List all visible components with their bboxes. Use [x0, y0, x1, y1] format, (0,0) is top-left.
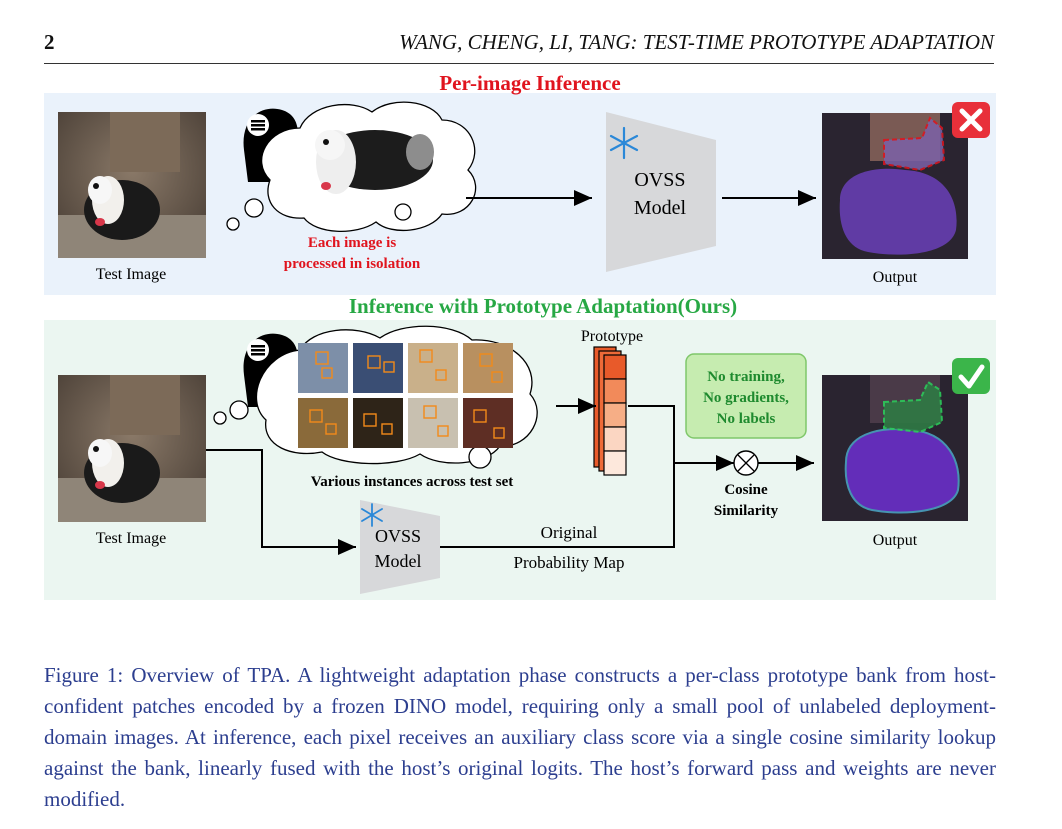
bottom-panel-title: Inference with Prototype Adaptation(Ours… [349, 294, 737, 318]
thought-bubble-dot [229, 400, 249, 420]
badge-line3: No labels [717, 411, 776, 427]
figure-overview: Per-image Inference Test Image Each imag… [44, 71, 996, 600]
ovss-model-top [606, 112, 716, 272]
bottom-output-label: Output [873, 532, 918, 549]
ovss-model-top-line2: Model [634, 197, 687, 219]
ovss-model-bottom [360, 500, 440, 594]
bottom-output-image [822, 375, 968, 521]
bottom-test-image-label: Test Image [96, 530, 166, 547]
isolation-note-line1: Each image is [308, 235, 396, 251]
thought-bubble-dot [244, 198, 264, 218]
top-test-image-label: Test Image [96, 266, 166, 283]
probability-map-line1: Original [541, 523, 598, 542]
bottom-test-image [58, 375, 206, 522]
cosine-label-line1: Cosine [724, 482, 768, 498]
arrow-image-to-model [206, 449, 356, 555]
prototype-label: Prototype [581, 328, 643, 345]
figure-caption: Figure 1: Overview of TPA. A lightweight… [44, 663, 996, 811]
top-panel-title: Per-image Inference [439, 71, 620, 95]
thought-bubble-dot [468, 445, 492, 469]
no-training-badge [685, 353, 807, 439]
instances-label: Various instances across test set [311, 474, 514, 490]
dog-cutout [315, 130, 434, 194]
header-rule [44, 63, 994, 64]
probability-map-line2: Probability Map [514, 553, 625, 572]
correct-icon [952, 358, 990, 394]
badge-line2: No gradients, [703, 390, 789, 406]
prototype-bank [593, 346, 627, 476]
thought-bubble-dot [394, 203, 412, 221]
instance-thumbnail-grid [298, 343, 513, 448]
snowflake-icon [361, 503, 383, 527]
cosine-label-line2: Similarity [714, 503, 779, 519]
thought-bubble-dot [226, 217, 240, 231]
prototype-connector [628, 405, 675, 463]
running-title: WANG, CHENG, LI, TANG: TEST-TIME PROTOTY… [399, 30, 994, 54]
page-number: 2 [44, 30, 55, 54]
isolation-note-line2: processed in isolation [284, 256, 421, 272]
badge-line1: No training, [707, 369, 785, 385]
ovss-model-top-line1: OVSS [634, 169, 685, 191]
wrong-icon [952, 102, 990, 138]
probability-map-connector [440, 463, 675, 548]
ovss-model-bottom-line1: OVSS [375, 526, 421, 546]
snowflake-icon [609, 126, 639, 160]
top-output-label: Output [873, 269, 918, 286]
cosine-multiply-icon [733, 450, 759, 476]
ovss-model-bottom-line2: Model [375, 551, 422, 571]
top-test-image [58, 112, 206, 258]
top-output-image [822, 113, 968, 259]
thought-bubble-dot [213, 411, 227, 425]
